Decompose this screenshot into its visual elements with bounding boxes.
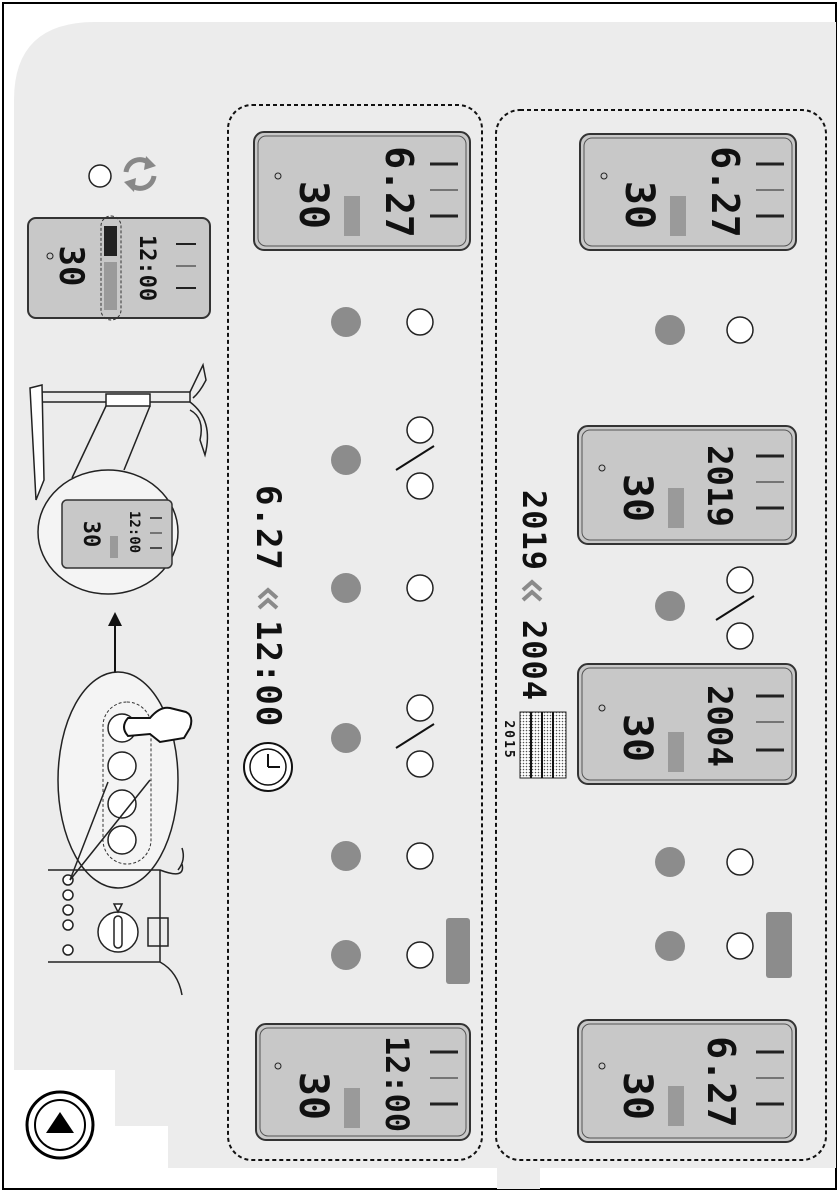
- time-step-1-button[interactable]: [407, 309, 433, 335]
- date-step-2-press: [655, 591, 685, 621]
- time-to-label: 6.27: [248, 485, 288, 555]
- date-step-4-button[interactable]: [727, 933, 753, 959]
- time-step-3-button[interactable]: [407, 575, 433, 601]
- time-step-2-press: [331, 445, 361, 475]
- lcd-date-year2: 30 2019: [578, 426, 796, 544]
- lcd-date-end: 30 6.27: [580, 134, 796, 250]
- date-step-4-press: [655, 931, 685, 961]
- date-step-3-press: [655, 847, 685, 877]
- lcd-date-start: 30 6.27: [578, 1020, 796, 1142]
- calendar-icon: [520, 712, 566, 778]
- lcd-date-start-temp: 30: [614, 1072, 660, 1120]
- time-step-5-button[interactable]: [407, 843, 433, 869]
- time-step-2-button-b[interactable]: [407, 473, 433, 499]
- time-step-6-button[interactable]: [407, 942, 433, 968]
- lcd-date-year2-value: 2019: [699, 445, 739, 527]
- lcd-intro-top-temp: 30: [51, 246, 91, 287]
- lcd-intro-top-value: 12:00: [134, 235, 159, 301]
- lcd-date-year1-value: 2004: [699, 685, 739, 767]
- lcd-time-end-value: 6.27: [377, 146, 421, 238]
- time-step-4-press: [331, 723, 361, 753]
- calendar-year-label: 2015: [500, 712, 516, 768]
- date-step-2-button-b[interactable]: [727, 623, 753, 649]
- date-step-1-press: [655, 315, 685, 345]
- date-to-label: 2019: [514, 490, 554, 570]
- lcd-time-start: 30 12:00: [256, 1024, 470, 1140]
- lcd-date-year1: 30 2004: [578, 664, 796, 784]
- time-step-6-press: [331, 940, 361, 970]
- lcd-date-start-value: 6.27: [699, 1036, 743, 1128]
- lcd-time-end: 30 6.27: [254, 132, 470, 250]
- lcd-time-start-value: 12:00: [378, 1036, 416, 1132]
- date-from-label: 2004: [514, 620, 554, 700]
- lcd-magnifier-temp: 30: [78, 521, 103, 548]
- time-step-6-slider[interactable]: [446, 918, 470, 984]
- lcd-date-end-temp: 30: [616, 181, 662, 229]
- time-step-2-button-a[interactable]: [407, 417, 433, 443]
- lcd-date-end-value: 6.27: [703, 146, 747, 238]
- time-step-4-button-a[interactable]: [407, 695, 433, 721]
- lcd-date-year1-temp: 30: [614, 714, 660, 762]
- lcd-magnifier: 30 12:00: [38, 470, 178, 594]
- clock-icon: [244, 743, 292, 791]
- cluster-button-4[interactable]: [108, 826, 136, 854]
- time-step-1-press: [331, 307, 361, 337]
- time-step-5-press: [331, 841, 361, 871]
- lcd-time-end-temp: 30: [290, 181, 336, 229]
- lcd-date-year2-temp: 30: [614, 474, 660, 522]
- date-step-1-button[interactable]: [727, 317, 753, 343]
- lcd-time-start-temp: 30: [290, 1072, 336, 1120]
- time-step-3-press: [331, 573, 361, 603]
- lcd-magnifier-value: 12:00: [126, 511, 142, 553]
- time-from-label: 12:00: [248, 620, 288, 700]
- cluster-button-2[interactable]: [108, 752, 136, 780]
- reset-button[interactable]: [89, 165, 111, 187]
- lcd-intro-top: 30 12:00: [28, 216, 210, 320]
- time-step-4-button-b[interactable]: [407, 751, 433, 777]
- date-step-3-button[interactable]: [727, 849, 753, 875]
- date-step-2-button-a[interactable]: [727, 567, 753, 593]
- step-badge: [27, 1092, 93, 1158]
- date-step-4-slider[interactable]: [766, 912, 792, 978]
